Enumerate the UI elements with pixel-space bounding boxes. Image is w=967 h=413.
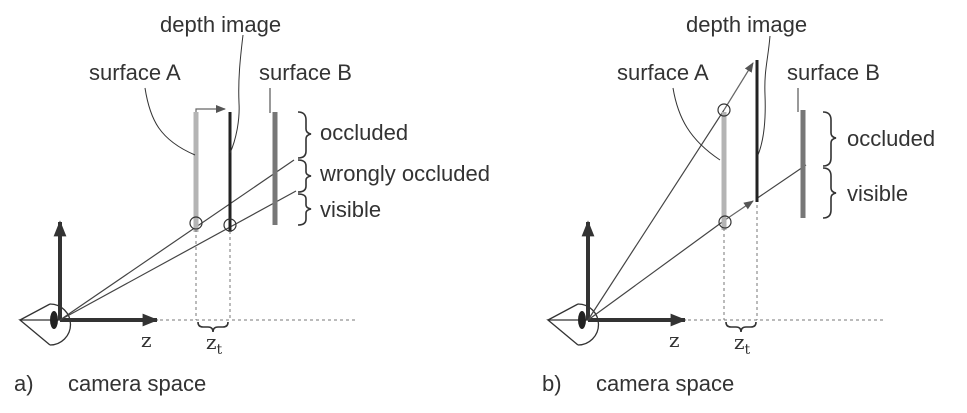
brace-visible	[297, 193, 312, 226]
brace-label-wrongly-occluded-a: wrongly occluded	[319, 161, 490, 186]
intersection-point-surface-a	[189, 216, 203, 230]
view-ray-lower-arrow	[724, 200, 754, 221]
panel-a: depth image surface A surface B occluded…	[14, 12, 490, 396]
intersection-point-upper	[717, 103, 731, 117]
zt-brace	[725, 321, 757, 333]
eye-icon	[18, 303, 72, 346]
leader-surface-a	[672, 87, 721, 161]
z-axis-label-a: z	[141, 328, 152, 352]
brace-label-occluded-b: occluded	[847, 126, 935, 151]
brace-visible	[822, 167, 837, 219]
caption-b: camera space	[596, 371, 734, 396]
zt-label-sub-b: t	[745, 342, 751, 358]
surface-b-label-a: surface B	[259, 60, 352, 85]
view-ray-lower-extension	[755, 164, 807, 200]
surface-a-label-b: surface A	[617, 60, 709, 85]
view-ray-lower	[59, 190, 297, 321]
zt-brace	[197, 321, 229, 333]
leader-depth-image	[757, 35, 771, 156]
zt-label-main-b: z	[734, 330, 745, 354]
brace-wrongly-occluded	[297, 159, 312, 193]
depth-image-label-a: depth image	[160, 12, 281, 37]
z-axis-label-b: z	[669, 328, 680, 352]
view-ray-upper	[587, 109, 725, 321]
leader-depth-image	[229, 34, 244, 154]
zt-label-b: zt	[734, 330, 751, 358]
zt-label-a: zt	[206, 330, 223, 358]
caption-letter-a: a)	[14, 371, 34, 396]
view-ray-upper	[59, 159, 295, 321]
brace-occluded	[822, 111, 837, 167]
view-ray-lower	[587, 219, 726, 321]
panel-b: depth image surface A surface B occluded…	[542, 12, 935, 396]
brace-label-visible-a: visible	[320, 197, 381, 222]
caption-letter-b: b)	[542, 371, 562, 396]
leader-surface-a	[144, 87, 196, 156]
zt-label-main-a: z	[206, 330, 217, 354]
caption-a: camera space	[68, 371, 206, 396]
brace-label-occluded-a: occluded	[320, 120, 408, 145]
view-ray-upper-arrow	[723, 62, 754, 111]
eye-icon	[546, 303, 600, 346]
brace-label-visible-b: visible	[847, 181, 908, 206]
brace-occluded	[297, 111, 312, 159]
surface-a-label-a: surface A	[89, 60, 181, 85]
surface-b-label-b: surface B	[787, 60, 880, 85]
intersection-point-depth-image	[223, 218, 237, 232]
projection-arrow	[195, 105, 226, 113]
depth-image-label-b: depth image	[686, 12, 807, 37]
intersection-point-lower	[718, 215, 732, 229]
zt-label-sub-a: t	[217, 342, 223, 358]
